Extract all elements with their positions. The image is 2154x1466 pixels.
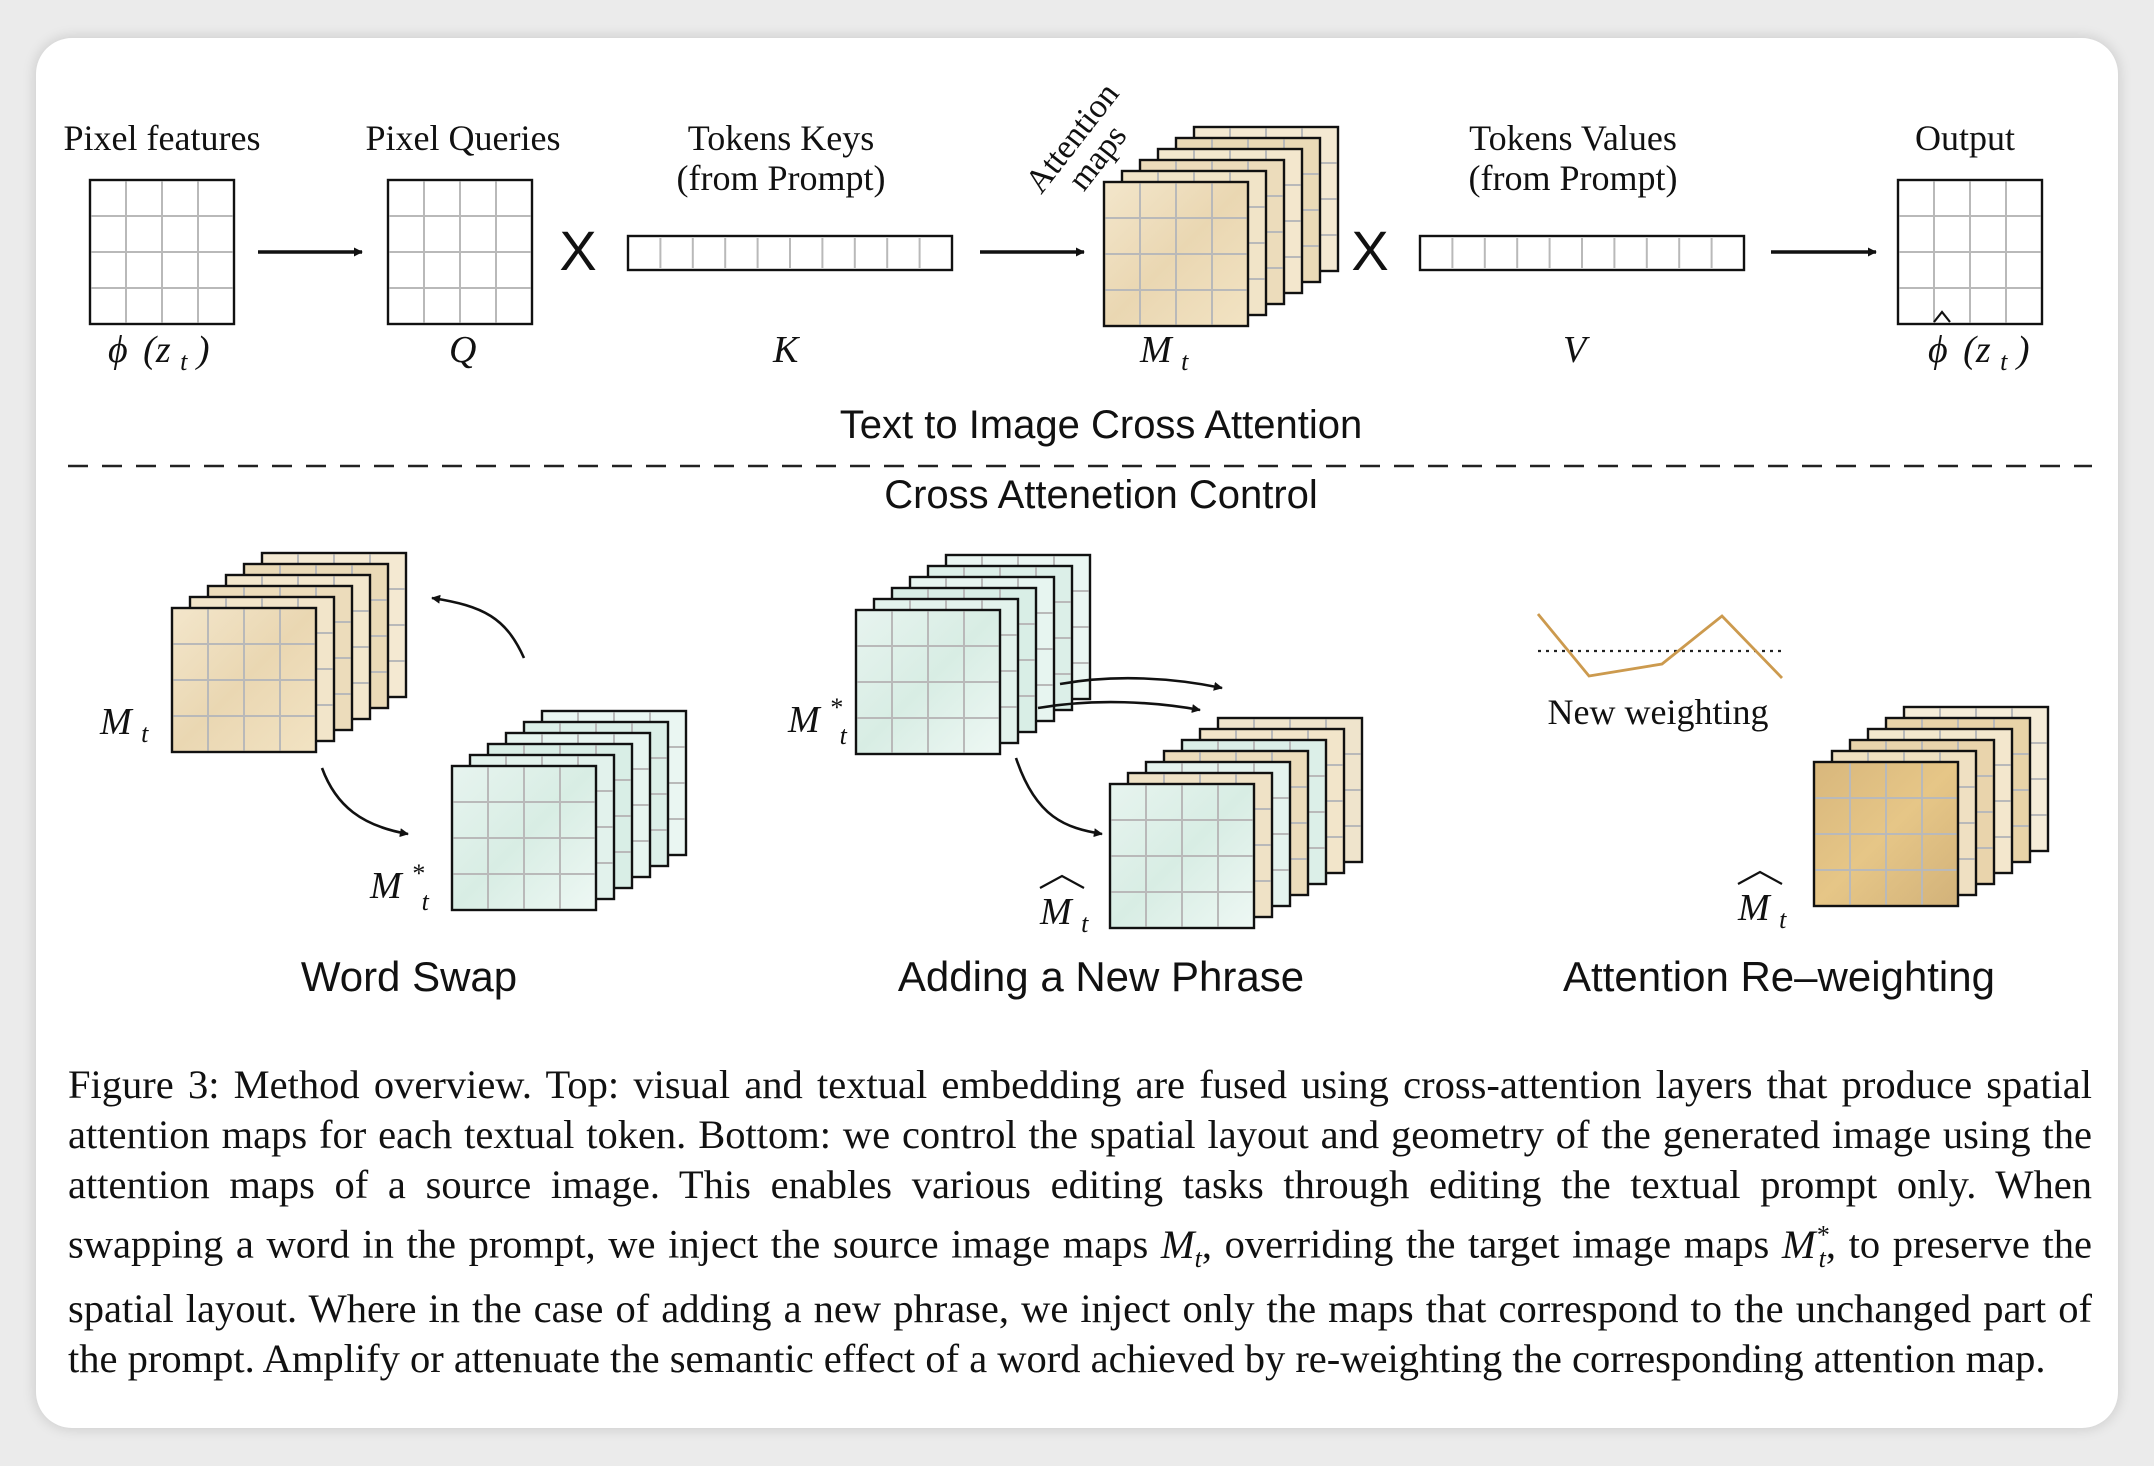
ws-mts-m: M (369, 865, 404, 907)
top-section-title: Text to Image Cross Attention (840, 403, 1362, 447)
caption-part-2: , overriding the target image maps (1201, 1221, 1782, 1267)
reweight-mt-hat-label: M t (1737, 870, 1787, 934)
adding-phrase-title: Adding a New Phrase (898, 953, 1304, 1000)
add-phrase-mt-star-label: M * t (787, 683, 852, 750)
phi-hat-sub: t (2000, 347, 2008, 376)
add-phrase-arrow-2 (1037, 700, 1201, 713)
multiply-symbol-1: X (559, 219, 596, 282)
add-phrase-arrow-1 (1059, 676, 1223, 691)
phi-close: ) (195, 329, 210, 371)
phi-hat-symbol: ϕ (1928, 329, 1948, 371)
new-weighting-label: New weighting (1548, 692, 1769, 732)
k-label: K (772, 329, 800, 371)
output-grid (1896, 178, 2044, 326)
add-phrase-source-maps (854, 553, 1092, 756)
rw-hat-mark (1737, 870, 1783, 885)
ap-mth-m: M (1039, 891, 1074, 933)
attention-map-layer (1102, 180, 1250, 328)
caption-part-1: Figure 3: Method overview. Top: visual a… (68, 1062, 2092, 1267)
phi-hat-text: ϕ (z t ) (1928, 329, 2030, 379)
add-phrase-output-maps (1108, 716, 1364, 930)
ap-mt-hat-text: M t (1039, 891, 1089, 938)
ap-mts-star: * (829, 693, 842, 722)
pixel-features-label: Pixel features (64, 118, 261, 158)
reweighting-title: Attention Re–weighting (1563, 953, 1995, 1000)
reweighted-maps-stack (1812, 705, 2050, 908)
ap-mts-m: M (787, 699, 822, 741)
v-label: V (1563, 329, 1590, 371)
pixel-queries-grid (386, 178, 534, 326)
ap-output-map-layer (1108, 782, 1256, 930)
bottom-section-title: Cross Attenetion Control (884, 473, 1318, 517)
phi-hat-zt-label: ϕ (z t ) (1928, 310, 2030, 379)
add-phrase-arrow-3 (1014, 757, 1103, 838)
phi-zt-label: ϕ (z t ) (108, 329, 210, 379)
multiply-symbol-2: X (1351, 219, 1388, 282)
method-overview-diagram: Pixel features Pixel Queries Tokens Keys… (64, 76, 2092, 1000)
mt-label: M t (1139, 329, 1189, 376)
token-values-cells (1418, 234, 1746, 272)
ws-mts-star: * (411, 859, 424, 888)
rw-mth-m: M (1737, 887, 1772, 929)
word-swap-target-maps (450, 709, 688, 912)
phi-sub: t (180, 347, 188, 376)
ap-mth-sub: t (1081, 909, 1089, 938)
rw-mt-hat-text: M t (1737, 887, 1787, 934)
word-swap-mt-label: M t (99, 701, 149, 748)
phi-arg: (z (143, 329, 171, 371)
attention-maps-stack (1102, 125, 1340, 328)
pixel-queries-cells (386, 178, 534, 326)
output-cells (1896, 178, 2044, 326)
token-values-sublabel: (from Prompt) (1469, 158, 1678, 198)
caption-math-mt: Mt (1160, 1221, 1202, 1273)
word-swap-title: Word Swap (301, 953, 517, 1000)
ws-source-map-layer (170, 606, 318, 754)
rw-mth-sub: t (1779, 905, 1787, 934)
mt-m: M (1139, 329, 1174, 371)
weighting-curve (1536, 613, 1784, 679)
ws-mt-m: M (99, 701, 134, 743)
mt-sub: t (1181, 347, 1189, 376)
hat-mark (1933, 310, 1951, 323)
ap-source-map-layer (854, 608, 1002, 756)
phi-hat-close: ) (2015, 329, 2030, 371)
figure-caption: Figure 3: Method overview. Top: visual a… (68, 1060, 2092, 1384)
word-swap-arrow-up (431, 594, 526, 659)
caption-part-3: , to preserve the spatial layout. Where … (68, 1221, 2092, 1381)
token-values-label: Tokens Values (1469, 118, 1677, 158)
caption-math-mt-star: M*t (1781, 1220, 1829, 1273)
phi-hat-arg: (z (1963, 329, 1991, 371)
token-keys-cells (626, 234, 954, 272)
caption-mts-star: * (1815, 1220, 1829, 1249)
phi-symbol: ϕ (108, 329, 128, 371)
word-swap-mt-star-label: M * t (369, 849, 434, 916)
q-label: Q (449, 329, 476, 371)
add-phrase-mt-hat-label: M t (1039, 874, 1089, 938)
caption-mt-sub: t (1194, 1243, 1202, 1273)
pixel-features-grid (88, 178, 236, 326)
caption-mts-m: M (1781, 1221, 1816, 1267)
ap-mts-sub: t (840, 721, 848, 750)
ws-target-map-layer (450, 764, 598, 912)
pixel-features-cells (88, 178, 236, 326)
caption-mt-m: M (1160, 1221, 1195, 1267)
output-label: Output (1915, 118, 2015, 158)
reweighted-map-layer (1812, 760, 1960, 908)
ws-mts-sub: t (422, 887, 430, 916)
token-keys-strip (626, 234, 954, 272)
word-swap-source-maps (170, 551, 408, 754)
caption-mts-sub: t (1818, 1243, 1826, 1273)
ws-mt-sub: t (141, 719, 149, 748)
token-values-strip (1418, 234, 1746, 272)
pixel-queries-label: Pixel Queries (366, 118, 561, 158)
token-keys-label: Tokens Keys (688, 118, 874, 158)
word-swap-arrow-down (320, 767, 409, 838)
figure-card: Pixel features Pixel Queries Tokens Keys… (36, 38, 2118, 1428)
token-keys-sublabel: (from Prompt) (677, 158, 886, 198)
ap-hat-mark (1039, 874, 1085, 889)
